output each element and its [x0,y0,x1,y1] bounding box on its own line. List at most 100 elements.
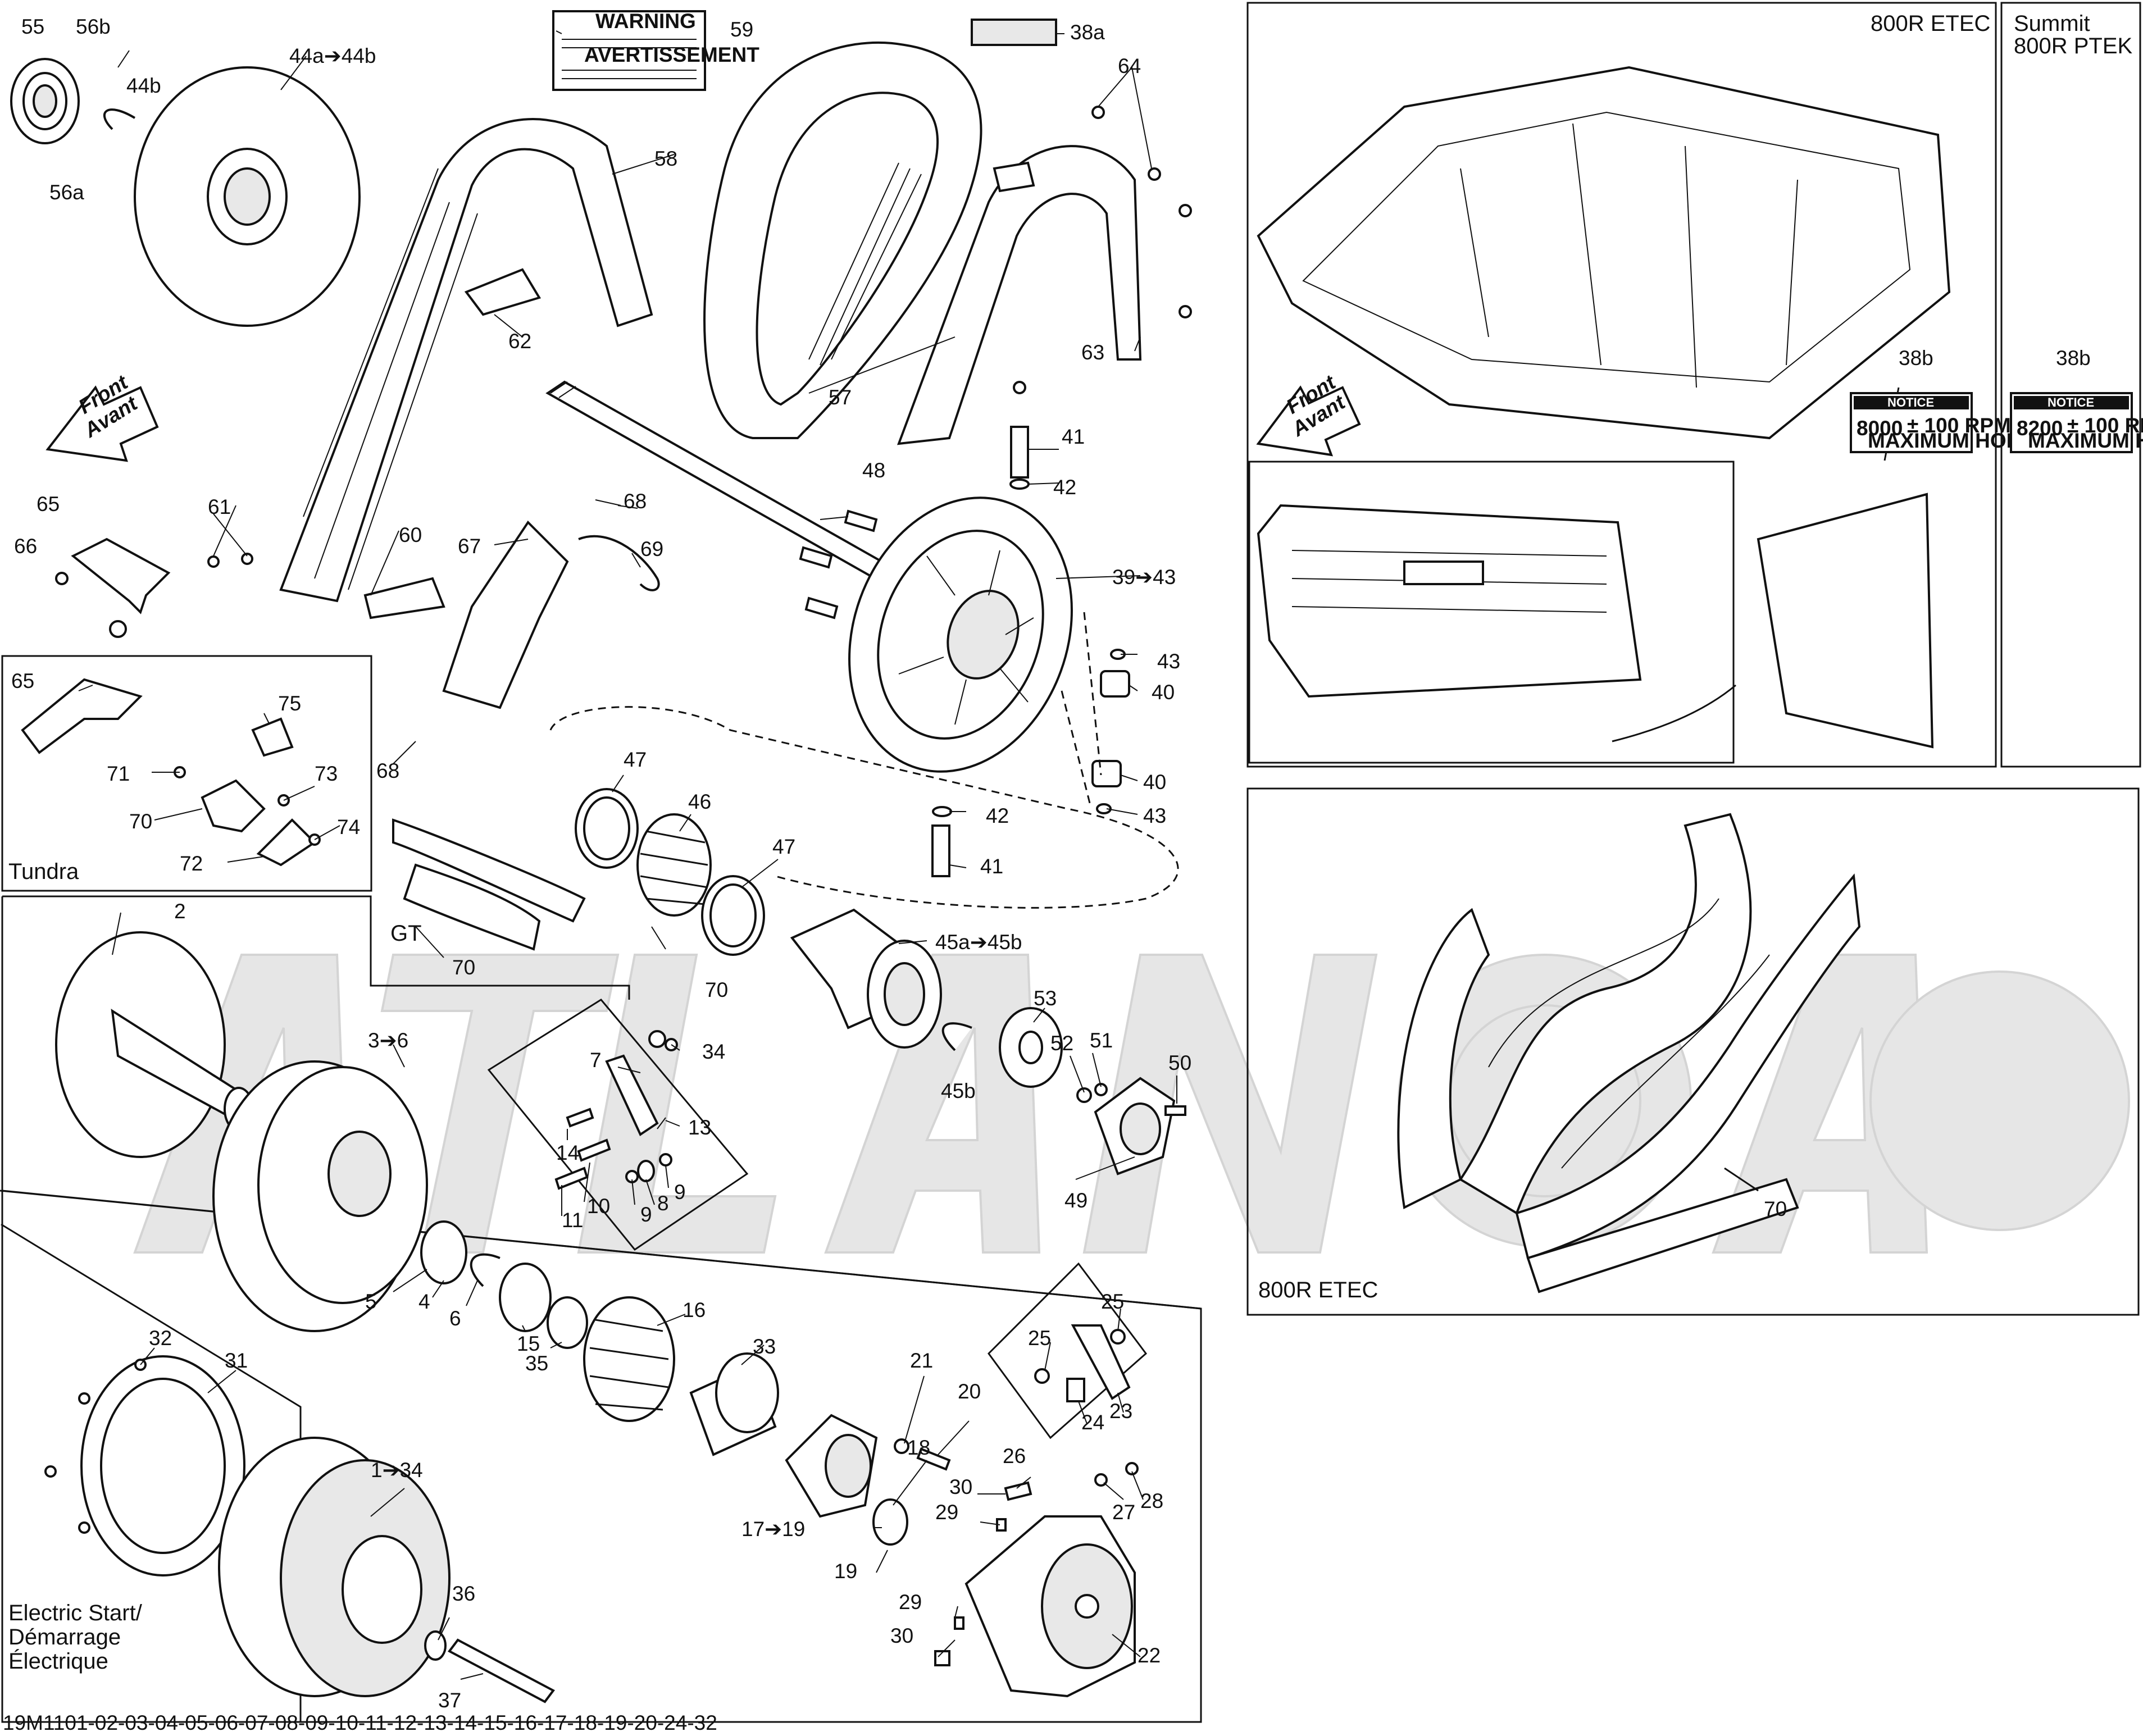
part-roller-8 [637,1160,655,1182]
callout-66: 66 [14,535,37,558]
part-washer-36 [424,1630,447,1661]
callout-25a: 25 [1101,1290,1124,1313]
callout-68a: 68 [624,490,647,513]
part-bushing-18 [872,1498,908,1546]
part-circlip-44b [103,108,136,130]
callout-65-tundra: 65 [11,669,34,692]
part-spring-46 [636,813,712,917]
part-nut-34 [648,1030,666,1048]
callout-56b: 56b [76,15,111,38]
part-fastener-64b [1091,106,1105,119]
part-cam-45 [790,908,942,1049]
callout-37: 37 [438,1689,461,1712]
callout-50: 50 [1168,1051,1191,1074]
callout-34a: 34 [702,1040,725,1063]
part-belt-guard-58 [279,118,653,603]
panel-label-800r-etec-bottom: 800R ETEC [1258,1278,1378,1302]
notice-rpm-8000: 8000 [1857,417,1903,440]
part-bolt-48c [804,596,839,619]
part-circlip-45b [941,1022,972,1051]
callout-56a: 56a [49,181,84,204]
callout-53: 53 [1034,987,1057,1010]
part-drive-pulley-assembly-1 [218,1437,451,1697]
part-tundra-72 [256,818,317,867]
callout-24: 24 [1081,1411,1104,1434]
part-guard-clip [993,161,1035,193]
chassis-illustration [1257,66,1951,440]
part-fastener-64e [1013,381,1026,394]
notice-caption-8200: MAXIMUM HORSEPOWER [2028,429,2143,452]
callout-63: 63 [1081,341,1104,364]
part-fastener-64c [1179,204,1192,217]
part-nut-52 [1076,1087,1092,1103]
part-washer-51 [1094,1083,1108,1096]
callout-9b: 9 [674,1181,686,1204]
part-screw-32c [44,1465,57,1478]
callout-11: 11 [562,1209,583,1232]
callout-42a: 42 [1053,476,1076,499]
callout-7: 7 [590,1049,602,1072]
part-bushing-40a [1100,670,1130,698]
part-pad-62 [464,268,542,316]
part-ring-47b-inner [709,883,757,947]
callout-67: 67 [458,535,481,558]
panel-800r-etec-top [1246,2,1997,768]
callout-47a: 47 [624,748,647,771]
callout-26: 26 [1003,1445,1026,1468]
part-roller-30b [934,1650,950,1666]
callout-20: 20 [958,1380,981,1403]
callout-14: 14 [556,1141,579,1164]
callout-75: 75 [278,692,301,715]
callout-57: 57 [829,386,852,409]
callout-38a: 38a [1070,21,1105,44]
decal-warning-text-lines [562,39,697,79]
part-screw-32b [78,1392,90,1405]
part-bolt-48b [799,546,833,569]
callout-46: 46 [688,790,711,813]
part-sleeve-33 [689,1352,779,1456]
panel-label-summit-model: 800R PTEK [2014,34,2133,58]
part-bearing-55 [10,58,80,144]
part-ramp-49 [1094,1077,1176,1175]
callout-72: 72 [180,852,203,875]
part-screw-61a [207,555,220,568]
callout-21: 21 [910,1349,933,1372]
callout-1-34: 1➔34 [371,1459,423,1482]
callout-16: 16 [683,1298,706,1322]
diagram-footer-code: 19M1101-02-03-04-05-06-07-08-09-10-11-12… [3,1711,717,1734]
part-bushing-35 [547,1296,588,1349]
part-bolt-48a [844,509,878,532]
part-strap-70b [403,863,541,951]
part-bracket-67 [442,520,569,709]
callout-43b: 43 [1143,804,1166,827]
part-bolt-41a [1010,426,1029,479]
callout-30a: 30 [949,1475,972,1498]
callout-38b-2: 38b [2056,347,2091,370]
callout-73: 73 [315,762,338,785]
part-washer-9b [659,1153,672,1167]
part-strap-70 [392,818,586,923]
callout-39-43: 39➔43 [1112,566,1176,589]
callout-64: 64 [1118,54,1141,78]
part-governor-cup-22 [964,1515,1136,1698]
callout-41a: 41 [1062,425,1085,448]
part-ramp-23 [1071,1324,1131,1400]
callout-4: 4 [418,1290,430,1313]
callout-31: 31 [225,1349,248,1372]
callout-68b: 68 [376,759,399,782]
callout-2: 2 [174,900,186,923]
belt-teeth [808,162,922,366]
callout-5: 5 [365,1290,377,1313]
part-spider-17 [785,1414,878,1518]
inset-panel-illustration [1757,493,1934,749]
callout-6: 6 [449,1307,461,1330]
callout-42b: 42 [986,804,1009,827]
panel-label-electrique: Électrique [8,1648,108,1674]
part-washer-42a [1009,479,1030,490]
callout-70b: 70 [705,978,728,1001]
callout-55: 55 [21,15,44,38]
panel-label-summit: Summit [2014,11,2090,36]
notice-tolerance-8200: ± 100 RPM [2067,414,2143,437]
callout-22: 22 [1138,1644,1161,1667]
